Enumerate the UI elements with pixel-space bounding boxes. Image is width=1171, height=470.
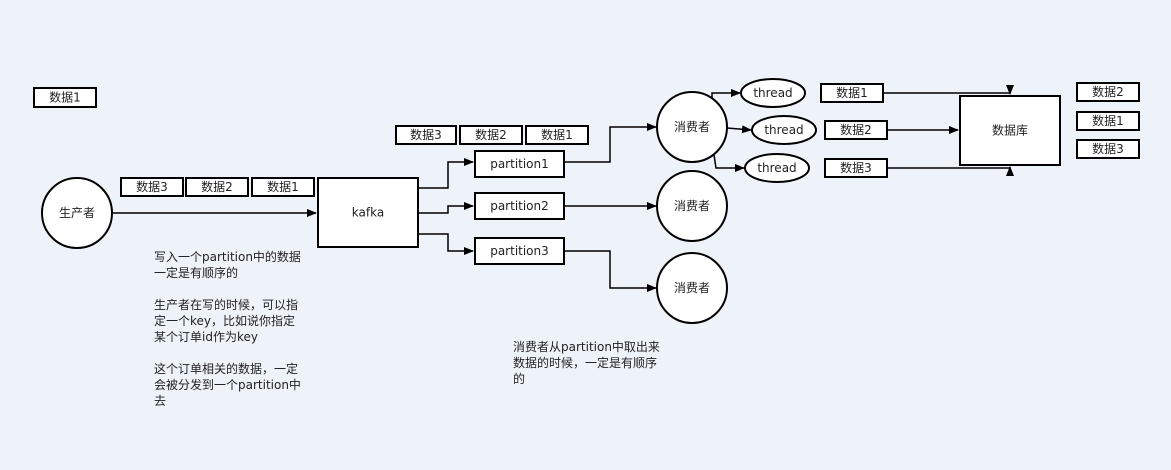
kafka-to-partition3-arrow [418,233,474,255]
partition-message: 数据1 [541,127,573,142]
consumer-3-label: 消费者 [674,281,710,295]
database-node: 数据库 [959,95,1061,166]
partition-message: 数据2 [475,127,507,142]
standalone-data-tag: 数据1 [33,87,97,108]
kafka-broker: kafka [317,177,419,248]
partition-1-label: partition1 [490,157,549,171]
thread-2-label: thread [764,123,803,137]
partition-2: partition2 [474,192,565,220]
consumer-1-label: 消费者 [674,120,710,134]
consumer-ordering-note: 消费者从partition中取出来 数据的时候，一定是有顺序 的 [513,340,660,386]
database-item: 数据2 [1092,84,1124,99]
thread-1-label: thread [753,86,792,100]
thread-item-3-label: 数据3 [840,160,872,175]
kafka-to-partition1-arrow [418,158,474,189]
partition-3-label: partition3 [490,244,549,258]
kafka-to-partition2-arrow [418,202,474,214]
thread-3: thread [744,153,810,183]
thread-1: thread [740,78,806,108]
item3-to-database-arrow [888,166,1014,176]
thread-item-1: 数据1 [820,83,884,103]
producer-message-queue: 数据3 数据2 数据1 [120,177,315,197]
producer-label: 生产者 [59,206,95,220]
producer-message: 数据1 [267,179,299,194]
standalone-data-tag-label: 数据1 [49,90,81,105]
partition1-to-consumer1-arrow [564,123,657,163]
partition3-to-consumer3-arrow [564,250,657,292]
database-label: 数据库 [992,123,1028,138]
consumer-1: 消费者 [656,91,728,163]
partition-1: partition1 [474,150,565,178]
thread-3-label: thread [757,161,796,175]
producer-message: 数据2 [201,179,233,194]
thread-item-3: 数据3 [824,158,888,178]
item1-to-database-arrow [884,85,1014,95]
consumer-2: 消费者 [656,170,728,242]
consumer-3: 消费者 [656,252,728,324]
producer-node: 生产者 [41,177,113,249]
database-item: 数据3 [1092,141,1124,156]
thread-2: thread [751,115,817,145]
partition-2-label: partition2 [490,199,549,213]
producer-ordering-note: 写入一个partition中的数据 一定是有顺序的 生产者在写的时候，可以指 定… [154,250,301,408]
connectors [113,85,1014,292]
database-item: 数据1 [1092,113,1124,128]
consumer-to-thread2-arrow [726,125,752,134]
kafka-label: kafka [352,206,384,220]
partition-message: 数据3 [410,127,442,142]
thread-item-2: 数据2 [824,120,888,140]
partition-3: partition3 [474,237,565,265]
consumer-to-thread3-arrow [713,154,745,172]
thread-item-2-label: 数据2 [840,122,872,137]
database-stored-items: 数据2 数据1 数据3 [1076,82,1140,159]
producer-message: 数据3 [136,179,168,194]
consumer-2-label: 消费者 [674,199,710,213]
partition-message-queue: 数据3 数据2 数据1 [395,125,589,145]
thread-item-1-label: 数据1 [836,85,868,100]
